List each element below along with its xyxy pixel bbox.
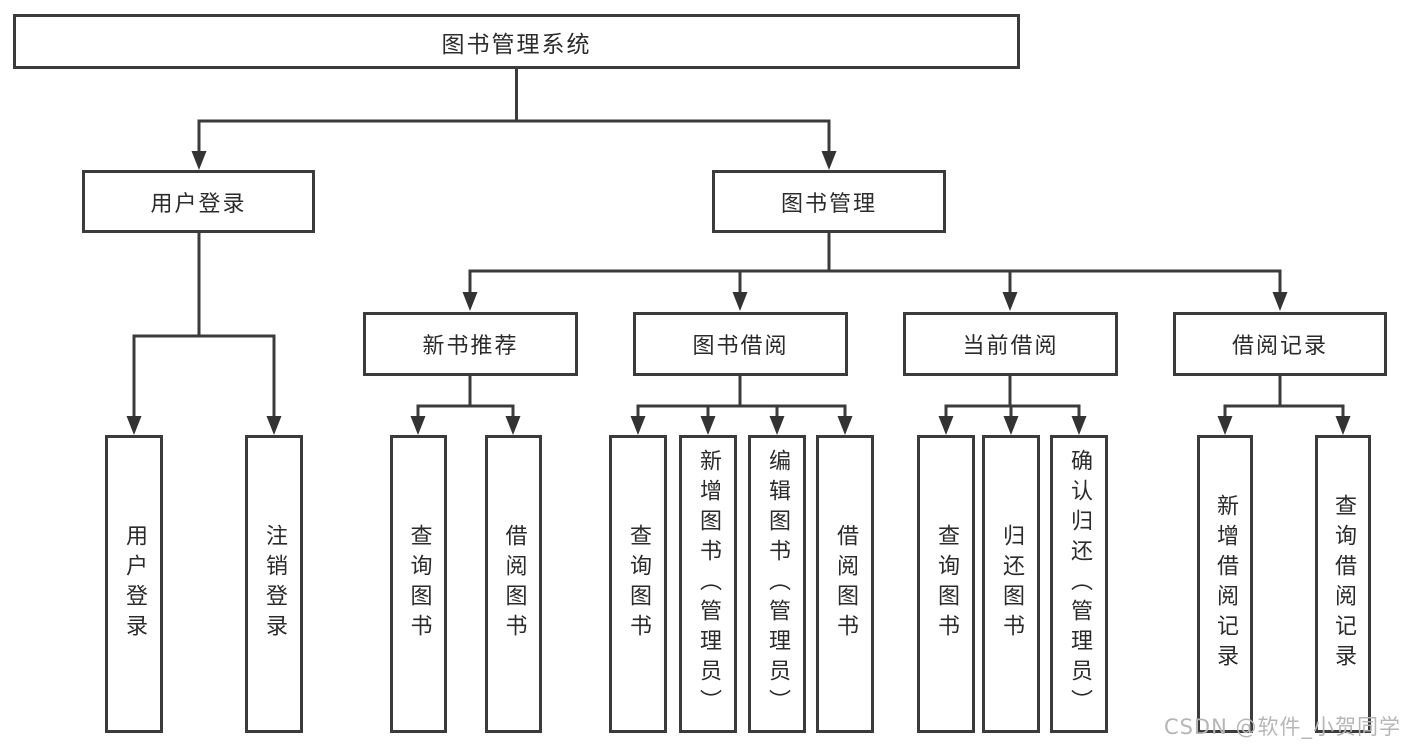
leaf-label: 查询图书	[934, 524, 959, 644]
node-current-borrow: 当前借阅	[903, 312, 1118, 376]
node-new-book-recommend: 新书推荐	[363, 312, 578, 376]
leaf-user-login: 用户登录	[105, 435, 163, 733]
leaf-borrow-borrow-books: 借阅图书	[816, 435, 874, 733]
leaf-label: 借阅图书	[501, 524, 527, 644]
leaf-borrow-query-books: 查询图书	[609, 435, 667, 733]
leaf-label: 注销登录	[262, 524, 287, 644]
leaf-current-return-books: 归还图书	[982, 435, 1040, 733]
leaf-label: 用户登录	[122, 524, 147, 644]
leaf-current-query-books: 查询图书	[917, 435, 975, 733]
leaf-borrow-add-books-admin: 新增图书（管理员）	[679, 435, 737, 733]
leaf-borrow-edit-books-admin: 编辑图书（管理员）	[748, 435, 806, 733]
leaf-label: 新增借阅记录	[1213, 494, 1238, 674]
watermark: CSDN @软件_小贺同学	[1163, 715, 1401, 739]
leaf-label: 编辑图书（管理员）	[765, 449, 790, 719]
node-user-login: 用户登录	[82, 170, 315, 233]
leaf-label: 查询借阅记录	[1331, 494, 1356, 674]
leaf-label: 新增图书（管理员）	[696, 449, 721, 719]
leaf-label: 查询图书	[406, 524, 432, 644]
leaf-label: 查询图书	[626, 524, 651, 644]
leaf-label: 借阅图书	[833, 524, 858, 644]
node-library-system: 图书管理系统	[13, 14, 1020, 69]
leaf-records-query-borrow-record: 查询借阅记录	[1315, 435, 1371, 733]
leaf-current-confirm-return-admin: 确认归还（管理员）	[1050, 435, 1108, 733]
leaf-records-add-borrow-record: 新增借阅记录	[1197, 435, 1253, 733]
leaf-newbook-borrow-books: 借阅图书	[485, 435, 542, 733]
node-book-management: 图书管理	[712, 170, 946, 233]
leaf-label: 归还图书	[999, 524, 1024, 644]
leaf-logout: 注销登录	[245, 435, 303, 733]
node-book-borrow: 图书借阅	[633, 312, 848, 376]
leaf-label: 确认归还（管理员）	[1067, 449, 1092, 719]
node-borrow-records: 借阅记录	[1173, 312, 1387, 376]
leaf-newbook-query-books: 查询图书	[390, 435, 447, 733]
